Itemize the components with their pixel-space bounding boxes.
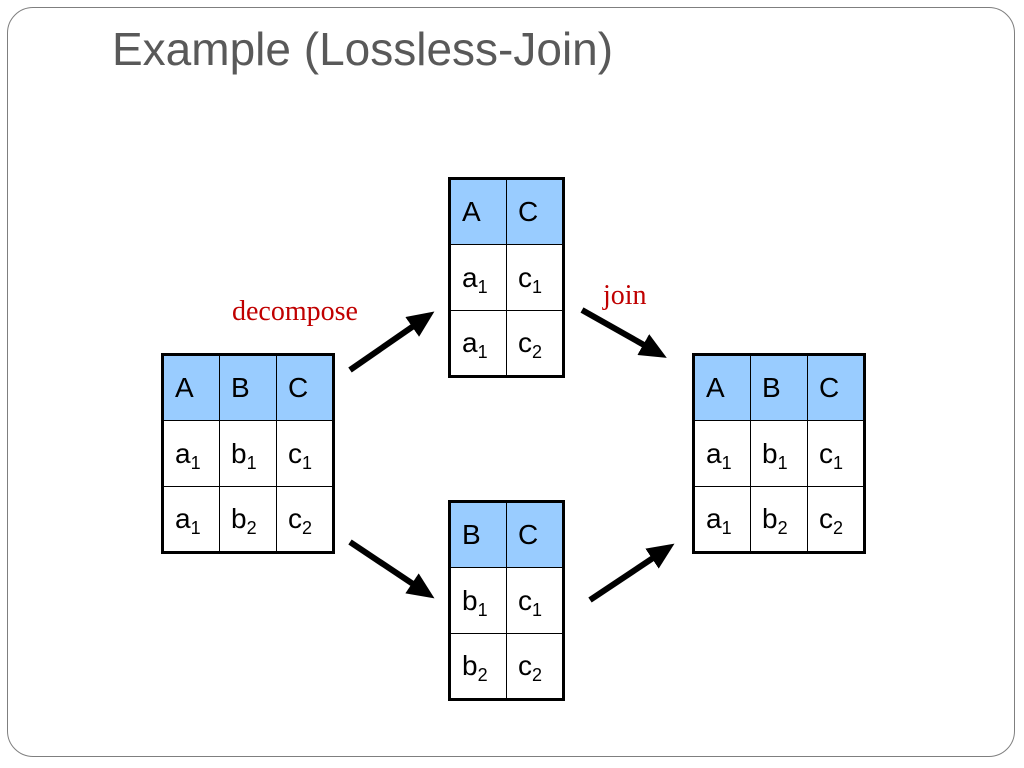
table-cell: c1	[807, 420, 865, 487]
cell-subscript: 1	[833, 452, 844, 473]
table-cell: a1	[693, 420, 751, 487]
cell-subscript: 1	[777, 452, 788, 473]
table-cell: b1	[219, 420, 277, 487]
table-cell: c2	[807, 486, 865, 553]
join-arrow-down	[580, 307, 667, 358]
table-cell: a1	[162, 486, 220, 553]
cell-subscript: 2	[833, 518, 844, 538]
table-cell: a1	[449, 310, 507, 377]
cell-value: b	[762, 437, 778, 469]
cell-value: c	[518, 327, 532, 358]
cell-subscript: 2	[477, 665, 488, 685]
cell-value: a	[706, 503, 722, 534]
cell-value: b	[231, 437, 247, 469]
join-label: join	[603, 280, 647, 311]
table-cell: a1	[693, 486, 751, 553]
cell-subscript: 2	[302, 518, 313, 538]
table-cell: b2	[449, 633, 507, 700]
table-cell: b1	[449, 567, 507, 634]
cell-subscript: 1	[721, 452, 732, 473]
cell-subscript: 1	[302, 452, 313, 473]
header-cell: C	[807, 354, 865, 421]
cell-value: a	[462, 261, 478, 293]
table-cell: c1	[276, 420, 334, 487]
slide-title: Example (Lossless-Join)	[112, 23, 614, 75]
cell-value: a	[175, 503, 191, 534]
cell-subscript: 2	[777, 518, 788, 538]
header-cell: B	[750, 354, 808, 421]
cell-value: c	[288, 437, 302, 469]
header-cell: C	[506, 501, 564, 568]
cell-subscript: 1	[477, 599, 488, 620]
join-arrow-up	[588, 543, 675, 603]
decompose-arrow-down	[348, 539, 435, 599]
cell-subscript: 1	[532, 276, 543, 297]
cell-subscript: 1	[190, 518, 201, 538]
cell-subscript: 2	[246, 518, 257, 538]
cell-value: b	[231, 503, 247, 534]
cell-value: c	[518, 650, 532, 681]
header-cell: B	[449, 501, 507, 568]
header-cell: C	[506, 178, 564, 245]
decompose-arrow-up	[348, 311, 435, 373]
table-cell: b2	[750, 486, 808, 553]
cell-subscript: 1	[190, 452, 201, 473]
cell-subscript: 1	[721, 518, 732, 538]
cell-value: c	[288, 503, 302, 534]
cell-value: c	[518, 261, 532, 293]
cell-value: c	[819, 503, 833, 534]
table-cell: c2	[506, 633, 564, 700]
cell-value: b	[462, 584, 478, 616]
cell-value: b	[762, 503, 778, 534]
table-cell: c1	[506, 244, 564, 311]
cell-subscript: 1	[532, 599, 543, 620]
cell-value: b	[462, 650, 478, 681]
table-cell: b1	[750, 420, 808, 487]
header-cell: A	[162, 354, 220, 421]
cell-subscript: 2	[532, 665, 543, 685]
cell-subscript: 2	[532, 342, 543, 362]
cell-subscript: 1	[477, 342, 488, 362]
header-cell: A	[449, 178, 507, 245]
cell-value: c	[518, 584, 532, 616]
cell-subscript: 1	[477, 276, 488, 297]
header-cell: C	[276, 354, 334, 421]
table-cell: b2	[219, 486, 277, 553]
cell-subscript: 1	[246, 452, 257, 473]
table-cell: c2	[506, 310, 564, 377]
slide-border	[7, 7, 1015, 757]
table-cell: a1	[449, 244, 507, 311]
decompose-label: decompose	[232, 296, 358, 327]
header-cell: B	[219, 354, 277, 421]
cell-value: c	[819, 437, 833, 469]
header-cell: A	[693, 354, 751, 421]
cell-value: a	[706, 437, 722, 469]
cell-value: a	[175, 437, 191, 469]
cell-value: a	[462, 327, 478, 358]
table-cell: c1	[506, 567, 564, 634]
table-cell: c2	[276, 486, 334, 553]
table-cell: a1	[162, 420, 220, 487]
